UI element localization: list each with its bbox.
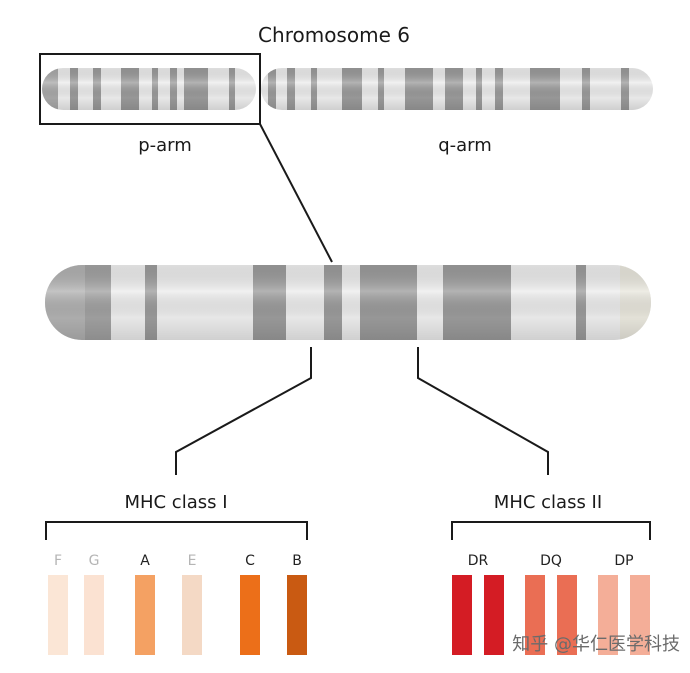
gene-label-e: E: [188, 553, 197, 569]
gene-bar-g: [84, 575, 104, 655]
p-arm-chromosome: [42, 68, 256, 110]
chromosome-title: Chromosome 6: [258, 23, 410, 47]
gene-bar-c: [240, 575, 260, 655]
p-arm-label: p-arm: [138, 135, 192, 156]
class2-connector-line: [417, 347, 549, 475]
gene-bar-dr-2: [484, 575, 504, 655]
class1-connector-line: [175, 347, 312, 475]
q-arm-chromosome: [261, 68, 653, 110]
class2-bracket: [451, 521, 651, 540]
gene-label-dr: DR: [468, 553, 489, 569]
class1-bracket: [45, 521, 308, 540]
gene-label-f: F: [54, 553, 62, 569]
zoom-connector-line: [259, 123, 333, 263]
watermark-text: 知乎 @华仁医学科技: [512, 634, 680, 655]
gene-bar-e: [182, 575, 202, 655]
gene-label-a: A: [140, 553, 150, 569]
gene-bar-a: [135, 575, 155, 655]
gene-bar-dq-2: [557, 575, 577, 655]
gene-bar-dq-1: [525, 575, 545, 655]
gene-bar-f: [48, 575, 68, 655]
gene-label-g: G: [89, 553, 100, 569]
gene-label-dq: DQ: [540, 553, 562, 569]
class2-genes: DR DQ DP: [452, 553, 650, 655]
gene-bar-dp-2: [630, 575, 650, 655]
mhc-class1-label: MHC class I: [124, 492, 227, 513]
zoom-box: [39, 53, 261, 125]
gene-label-c: C: [245, 553, 255, 569]
q-arm-label: q-arm: [438, 135, 492, 156]
gene-bar-dr-1: [452, 575, 472, 655]
gene-bar-b: [287, 575, 307, 655]
enlarged-p-arm: [45, 265, 651, 340]
mhc-class2-label: MHC class II: [494, 492, 602, 513]
gene-label-b: B: [292, 553, 302, 569]
gene-label-dp: DP: [614, 553, 633, 569]
gene-bar-dp-1: [598, 575, 618, 655]
